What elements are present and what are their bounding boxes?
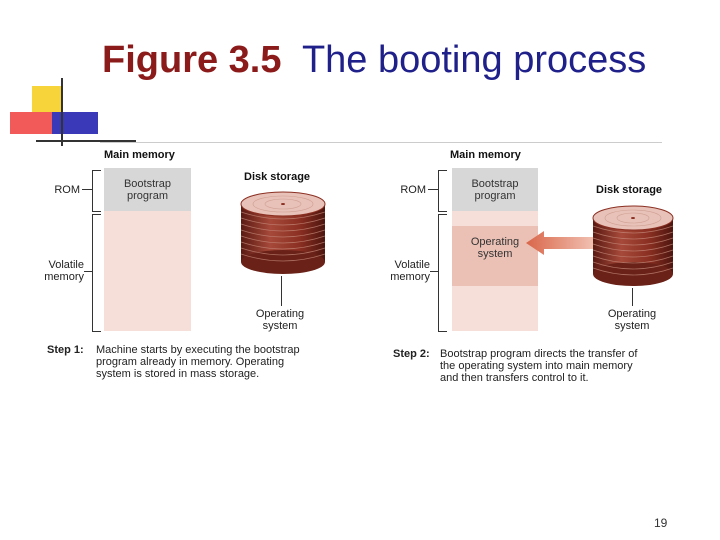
left-disk-os-label: Operating system [255, 308, 305, 332]
left-bootstrap-label: Bootstrap program [123, 178, 172, 202]
left-volatile-label: Volatile memory [44, 259, 84, 283]
right-volatile-label: Volatile memory [390, 259, 430, 283]
right-rom-tick [428, 189, 438, 190]
left-rom-label: ROM [54, 184, 80, 196]
slide-title: Figure 3.5 The booting process [102, 34, 662, 86]
right-volatile-tick [430, 271, 438, 272]
step-1-caption: Step 1: Machine starts by executing the … [47, 344, 300, 380]
right-rom-label: ROM [400, 184, 426, 196]
right-bootstrap-label: Bootstrap program [471, 178, 519, 202]
title-rule [100, 142, 662, 143]
title-figure-number: Figure 3.5 [102, 39, 282, 81]
page-number: 19 [654, 516, 668, 530]
step-1-label: Step 1: [47, 344, 84, 356]
decorative-bar-red [10, 112, 52, 134]
step-2-caption: Step 2: Bootstrap program directs the tr… [393, 348, 638, 384]
left-rom-tick [82, 189, 92, 190]
decorative-line-horizontal [36, 140, 136, 142]
right-main-memory-title: Main memory [450, 149, 521, 161]
left-disk-leader-line [281, 276, 282, 306]
left-disk-storage-title: Disk storage [244, 171, 311, 183]
right-rom-bracket [438, 170, 447, 212]
decorative-square-yellow [32, 86, 62, 116]
right-os-memory-label: Operating system [470, 236, 520, 260]
left-disk-icon [240, 191, 326, 274]
right-disk-storage-title: Disk storage [596, 184, 663, 196]
right-os-memory-box [452, 226, 538, 286]
right-volatile-bracket [438, 214, 447, 332]
transfer-arrow-icon [526, 231, 600, 255]
decorative-line-vertical [61, 78, 63, 146]
right-rom-box [452, 168, 538, 211]
left-volatile-tick [84, 271, 92, 272]
left-rom-box [104, 168, 191, 211]
step-2-label: Step 2: [393, 348, 430, 360]
title-text: The booting process [301, 39, 647, 81]
left-rom-bracket [92, 170, 101, 212]
left-main-memory-title: Main memory [104, 149, 175, 161]
left-volatile-bracket [92, 214, 101, 332]
right-disk-leader-line [632, 288, 633, 306]
right-disk-icon [592, 205, 674, 286]
right-disk-os-label: Operating system [607, 308, 657, 332]
decorative-bar-blue [52, 112, 98, 134]
